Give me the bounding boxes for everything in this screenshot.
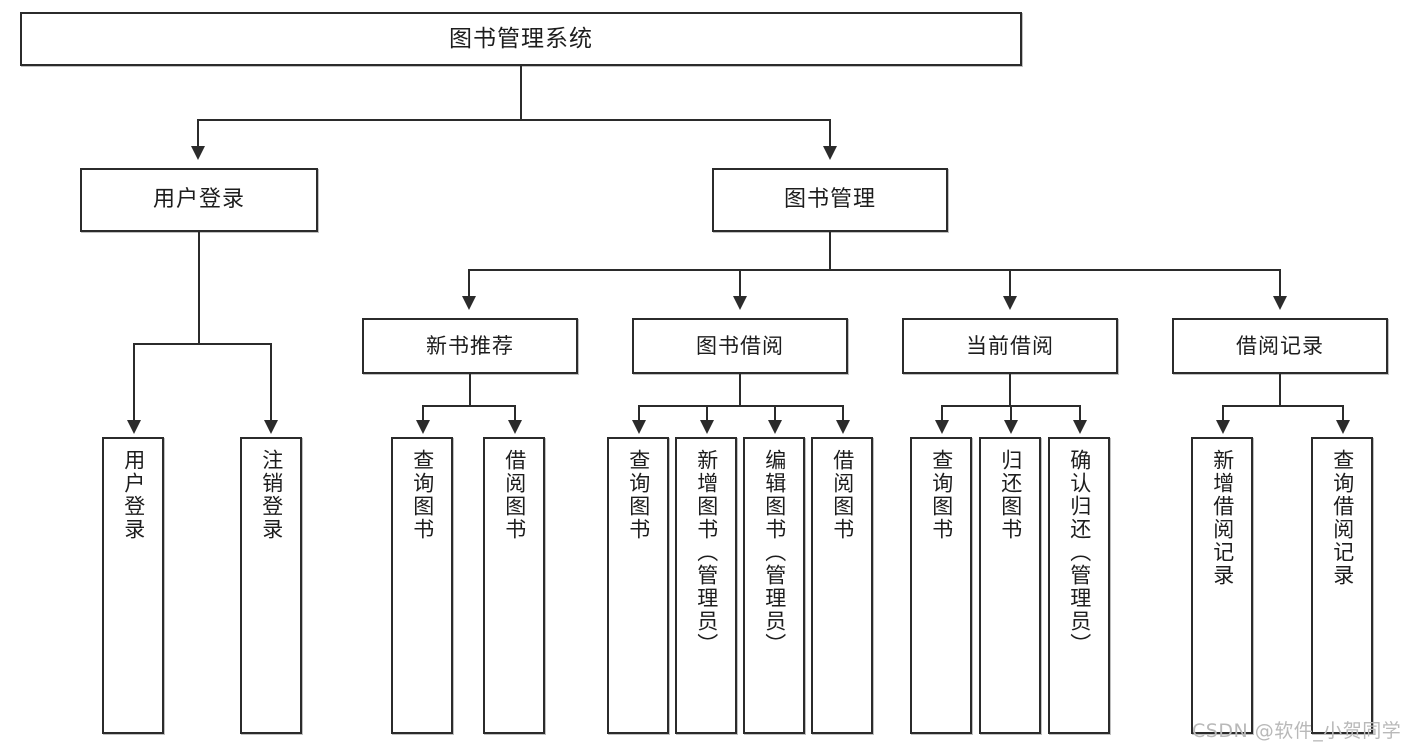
arrow-to-book-borrow xyxy=(733,296,747,310)
connector-bookborrow-drop-4 xyxy=(842,405,844,421)
node-current-borrow[interactable]: 当前借阅 xyxy=(902,318,1118,374)
node-label: 新书推荐 xyxy=(426,333,514,358)
connector-bookmgmt-stem xyxy=(829,232,831,270)
connector-bookmgmt-drop-1 xyxy=(468,269,470,297)
arrow-to-leaf-user-login xyxy=(127,420,141,434)
arrow-to-current-borrow xyxy=(1003,296,1017,310)
connector-bookmgmt-drop-2 xyxy=(739,269,741,297)
connector-bookborrow-drop-3 xyxy=(774,405,776,421)
connector-root-bus xyxy=(197,119,831,121)
leaf-return-book[interactable]: 归还图书 xyxy=(979,437,1041,734)
connector-currentborrow-drop-2 xyxy=(1010,405,1012,421)
connector-bookmgmt-bus xyxy=(468,269,1280,271)
node-label: 用户登录 xyxy=(121,449,146,541)
connector-root-stem xyxy=(520,66,522,120)
connector-currentborrow-drop-3 xyxy=(1079,405,1081,421)
node-label: 注销登录 xyxy=(259,449,284,541)
connector-newbook-drop-2 xyxy=(514,405,516,421)
leaf-query-book-1[interactable]: 查询图书 xyxy=(391,437,453,734)
connector-userlogin-drop-1 xyxy=(133,343,135,421)
arrow-to-leaf-logout xyxy=(264,420,278,434)
arrow-to-leaf-return-book xyxy=(1004,420,1018,434)
arrow-to-leaf-borrow-book-2 xyxy=(836,420,850,434)
node-borrow-record[interactable]: 借阅记录 xyxy=(1172,318,1388,374)
connector-bookborrow-drop-1 xyxy=(638,405,640,421)
connector-root-drop-2 xyxy=(829,119,831,147)
connector-borrowrecord-drop-1 xyxy=(1222,405,1224,421)
node-label: 图书管理系统 xyxy=(449,25,593,52)
node-label: 新增借阅记录 xyxy=(1210,449,1235,587)
node-label: 查询图书 xyxy=(410,449,435,541)
node-label: 查询图书 xyxy=(929,449,954,541)
node-label: 查询借阅记录 xyxy=(1330,449,1355,587)
leaf-add-book-admin[interactable]: 新增图书（管理员） xyxy=(675,437,737,734)
arrow-to-leaf-add-book xyxy=(700,420,714,434)
node-book-management[interactable]: 图书管理 xyxy=(712,168,948,232)
leaf-edit-book-admin[interactable]: 编辑图书（管理员） xyxy=(743,437,805,734)
arrow-to-book-manage xyxy=(823,146,837,160)
node-label: 编辑图书（管理员） xyxy=(762,449,787,656)
leaf-borrow-book-1[interactable]: 借阅图书 xyxy=(483,437,545,734)
arrow-to-leaf-confirm-return xyxy=(1073,420,1087,434)
arrow-to-leaf-borrow-book-1 xyxy=(508,420,522,434)
connector-currentborrow-drop-1 xyxy=(941,405,943,421)
connector-newbook-drop-1 xyxy=(422,405,424,421)
arrow-to-leaf-query-book-3 xyxy=(935,420,949,434)
leaf-query-book-3[interactable]: 查询图书 xyxy=(910,437,972,734)
node-label: 新增图书（管理员） xyxy=(694,449,719,656)
node-label: 归还图书 xyxy=(998,449,1023,541)
node-label: 借阅图书 xyxy=(502,449,527,541)
node-label: 当前借阅 xyxy=(966,333,1054,358)
node-label: 查询图书 xyxy=(626,449,651,541)
connector-borrowrecord-drop-2 xyxy=(1342,405,1344,421)
connector-bookborrow-stem xyxy=(739,374,741,406)
node-label: 借阅记录 xyxy=(1236,333,1324,358)
arrow-to-user-login xyxy=(191,146,205,160)
arrow-to-leaf-query-record xyxy=(1336,420,1350,434)
node-label: 确认归还（管理员） xyxy=(1067,449,1092,656)
node-label: 借阅图书 xyxy=(830,449,855,541)
arrow-to-leaf-add-record xyxy=(1216,420,1230,434)
connector-bookmgmt-drop-4 xyxy=(1279,269,1281,297)
leaf-confirm-return-admin[interactable]: 确认归还（管理员） xyxy=(1048,437,1110,734)
connector-borrowrecord-bus xyxy=(1222,405,1342,407)
node-label: 图书借阅 xyxy=(696,333,784,358)
arrow-to-new-book-rec xyxy=(462,296,476,310)
connector-userlogin-bus xyxy=(133,343,270,345)
connector-newbook-bus xyxy=(422,405,516,407)
connector-userlogin-stem xyxy=(198,232,200,344)
arrow-to-leaf-query-book-2 xyxy=(632,420,646,434)
node-label: 用户登录 xyxy=(152,187,245,213)
connector-bookborrow-drop-2 xyxy=(706,405,708,421)
arrow-to-leaf-query-book-1 xyxy=(416,420,430,434)
node-new-book-recommend[interactable]: 新书推荐 xyxy=(362,318,578,374)
connector-newbook-stem xyxy=(469,374,471,406)
connector-currentborrow-stem xyxy=(1009,374,1011,406)
leaf-borrow-book-2[interactable]: 借阅图书 xyxy=(811,437,873,734)
connector-bookmgmt-drop-3 xyxy=(1009,269,1011,297)
leaf-add-borrow-record[interactable]: 新增借阅记录 xyxy=(1191,437,1253,734)
node-root-system[interactable]: 图书管理系统 xyxy=(20,12,1022,66)
node-label: 图书管理 xyxy=(783,187,876,213)
leaf-query-book-2[interactable]: 查询图书 xyxy=(607,437,669,734)
leaf-logout[interactable]: 注销登录 xyxy=(240,437,302,734)
connector-userlogin-drop-2 xyxy=(270,343,272,421)
node-book-borrow[interactable]: 图书借阅 xyxy=(632,318,848,374)
leaf-user-login[interactable]: 用户登录 xyxy=(102,437,164,734)
node-user-login[interactable]: 用户登录 xyxy=(80,168,318,232)
connector-root-drop-1 xyxy=(197,119,199,147)
connector-borrowrecord-stem xyxy=(1279,374,1281,406)
connector-bookborrow-bus xyxy=(638,405,842,407)
leaf-query-borrow-record[interactable]: 查询借阅记录 xyxy=(1311,437,1373,734)
arrow-to-leaf-edit-book xyxy=(768,420,782,434)
arrow-to-borrow-record xyxy=(1273,296,1287,310)
